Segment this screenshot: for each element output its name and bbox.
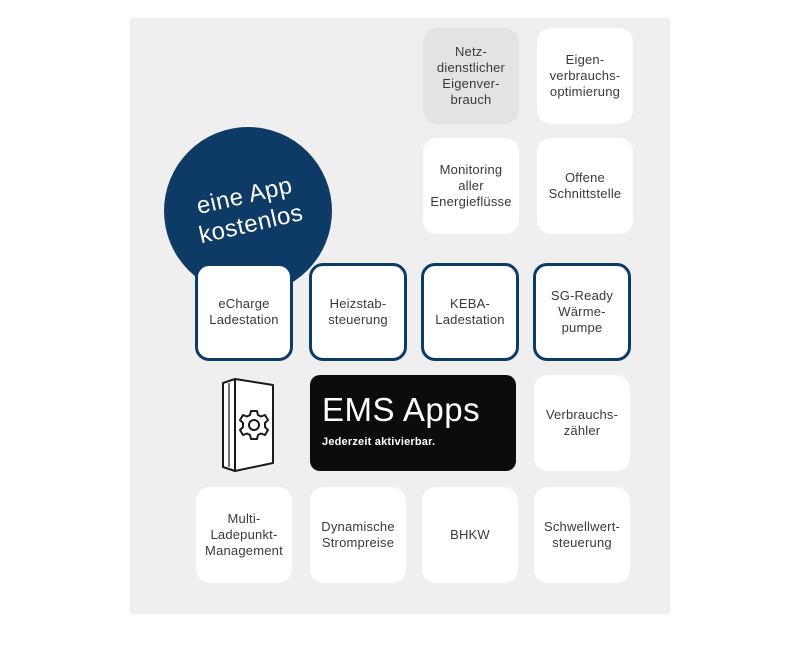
ems-title: EMS Apps	[322, 391, 481, 428]
tile-verbrauchszaehler: Verbrauchs- zähler	[534, 375, 630, 471]
tile-offene-schnittstelle: Offene Schnittstelle	[537, 138, 633, 234]
tile-label: Heizstab- steuerung	[328, 295, 388, 327]
ems-subtitle: Jederzeit aktivierbar.	[322, 436, 436, 448]
tile-label: SG-Ready Wärme- pumpe	[550, 287, 614, 336]
tile-keba-ladestation: KEBA- Ladestation	[421, 263, 519, 361]
tile-heizstabsteuerung: Heizstab- steuerung	[309, 263, 407, 361]
tile-monitoring: Monitoring aller Energieflüsse	[423, 138, 519, 234]
tile-sg-ready-waermepumpe: SG-Ready Wärme- pumpe	[533, 263, 631, 361]
tile-multi-ladepunkt-management: Multi- Ladepunkt- Management	[196, 487, 292, 583]
settings-gear-device-icon	[222, 378, 274, 472]
tile-label: BHKW	[450, 526, 490, 542]
tile-label: Dynamische Strompreise	[321, 518, 395, 550]
tile-label: Eigen- verbrauchs- optimierung	[549, 51, 621, 100]
tile-eigenverbrauchsoptimierung: Eigen- verbrauchs- optimierung	[537, 28, 633, 124]
tile-echarge-ladestation: eCharge Ladestation	[195, 263, 293, 361]
tile-label: Verbrauchs- zähler	[545, 406, 619, 438]
tile-label: Schwellwert- steuerung	[543, 518, 621, 550]
tile-netzdienstlicher-eigenverbrauch: Netz- dienstlicher Eigenver- brauch	[423, 28, 519, 124]
tile-label: Netz- dienstlicher Eigenver- brauch	[436, 43, 506, 108]
tile-label: Multi- Ladepunkt- Management	[205, 510, 283, 559]
tile-label: KEBA- Ladestation	[435, 295, 505, 327]
tile-dynamische-strompreise: Dynamische Strompreise	[310, 487, 406, 583]
tile-schwellwertsteuerung: Schwellwert- steuerung	[534, 487, 630, 583]
tile-label: Offene Schnittstelle	[548, 169, 622, 201]
ems-apps-card: EMS Apps Jederzeit aktivierbar.	[310, 375, 516, 471]
tile-bhkw: BHKW	[422, 487, 518, 583]
tile-label: Monitoring aller Energieflüsse	[430, 161, 512, 210]
tile-label: eCharge Ladestation	[209, 295, 279, 327]
